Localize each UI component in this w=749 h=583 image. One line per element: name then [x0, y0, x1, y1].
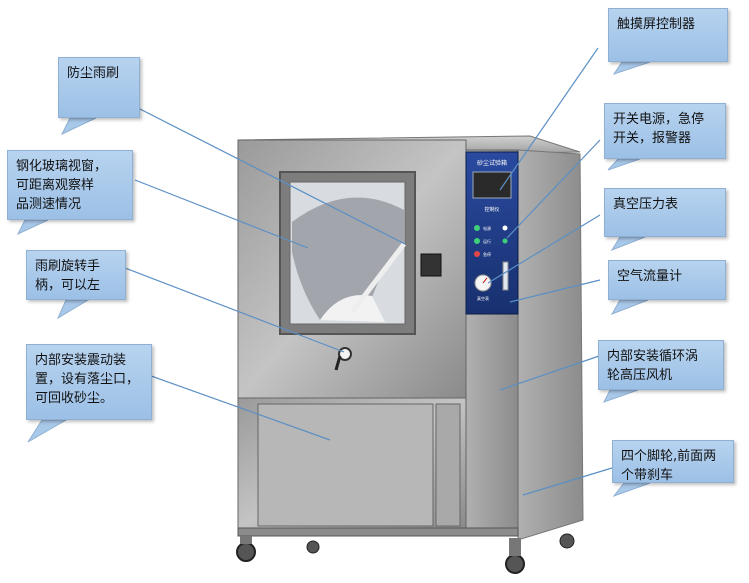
callout-wiper: 防尘雨刷 [58, 57, 140, 118]
callout-vacuum-gauge: 真空压力表 [604, 188, 726, 237]
callout-window-text: 钢化玻璃视窗， 可距离观察样 品测速情况 [16, 159, 108, 212]
run-button [474, 238, 480, 244]
cabinet-side [517, 149, 584, 541]
gauge-needle [482, 277, 488, 284]
callout-touchscreen: 触摸屏控制器 [608, 8, 728, 62]
estop-button-label: 急停 [483, 251, 491, 257]
tail-power [607, 158, 641, 171]
flowmeter [502, 261, 509, 291]
door-handle [420, 253, 442, 277]
power-button-label: 电源 [483, 225, 491, 231]
panel-title: 砂尘试验箱 [477, 159, 507, 167]
indicator-light-a [502, 225, 508, 231]
indicator-light-b [502, 238, 508, 244]
estop-button [474, 251, 480, 257]
tail-wiper-handle [56, 299, 90, 320]
tail-touchscreen [612, 61, 651, 75]
callout-blower-text: 内部安装循环涡 轮高压风机 [607, 349, 699, 383]
tail-wiper [60, 117, 97, 136]
caster-rear-left [306, 540, 320, 554]
power-button [474, 225, 480, 231]
leader-wiper-handle [124, 267, 345, 353]
gauge-label: 真空表 [477, 295, 489, 301]
callout-wiper-handle: 雨刷旋转手 柄，可以左 [26, 250, 126, 300]
callout-wiper-handle-text: 雨刷旋转手 柄，可以左 [35, 259, 101, 293]
tail-casters [612, 482, 651, 498]
wiper-blade [350, 242, 406, 314]
callout-tails [16, 61, 651, 498]
caster-rear-right [559, 533, 575, 549]
caster-front-left [236, 542, 256, 562]
callout-vacuum-gauge-text: 真空压力表 [613, 197, 679, 212]
leader-lines [124, 47, 613, 496]
leader-power [506, 139, 601, 239]
tail-vacuum [610, 236, 646, 252]
tail-flowmeter [610, 299, 649, 315]
callout-wiper-text: 防尘雨刷 [67, 66, 120, 81]
callout-casters: 四个脚轮,前面两 个带刹车 [612, 440, 734, 483]
leader-vacuum [487, 214, 601, 284]
callout-blower: 内部安装循环涡 轮高压风机 [598, 340, 724, 390]
window-funnel [292, 197, 404, 320]
callout-window: 钢化玻璃视窗， 可距离观察样 品测速情况 [7, 150, 133, 220]
leader-blower [499, 354, 603, 391]
caster-fl-mount [240, 536, 252, 544]
leader-casters [522, 467, 613, 496]
leader-flowmeter [509, 279, 601, 303]
callout-vibrator: 内部安装震动装 置，设有落尘口， 可回收砂尘。 [26, 344, 152, 420]
tail-vibrator [27, 419, 68, 443]
controller-label: 控制仪 [484, 206, 499, 213]
tail-window [16, 219, 49, 236]
base-rail [237, 527, 519, 537]
callout-flowmeter: 空气流量计 [608, 260, 726, 300]
callout-touchscreen-text: 触摸屏控制器 [617, 17, 696, 32]
callout-flowmeter-text: 空气流量计 [617, 269, 683, 284]
leader-wiper [137, 107, 406, 245]
run-button-label: 运行 [483, 238, 491, 244]
leader-window [134, 179, 309, 249]
leader-touchscreen [499, 47, 599, 191]
caster-fr-mount [509, 538, 521, 556]
lower-door [257, 403, 434, 527]
callout-vibrator-text: 内部安装震动装 置，设有落尘口， 可回收砂尘。 [35, 353, 140, 406]
callout-casters-text: 四个脚轮,前面两 个带刹车 [621, 449, 717, 483]
callout-power: 开关电源，急停 开关，报警器 [604, 103, 726, 159]
tail-blower [602, 389, 639, 403]
wiper-knob-stem [334, 355, 342, 371]
lower-side-panel [435, 403, 461, 527]
leader-vibrator [139, 371, 331, 441]
caster-front-right [505, 554, 525, 574]
callout-power-text: 开关电源，急停 开关，报警器 [613, 112, 705, 146]
touchscreen-display [472, 171, 512, 199]
